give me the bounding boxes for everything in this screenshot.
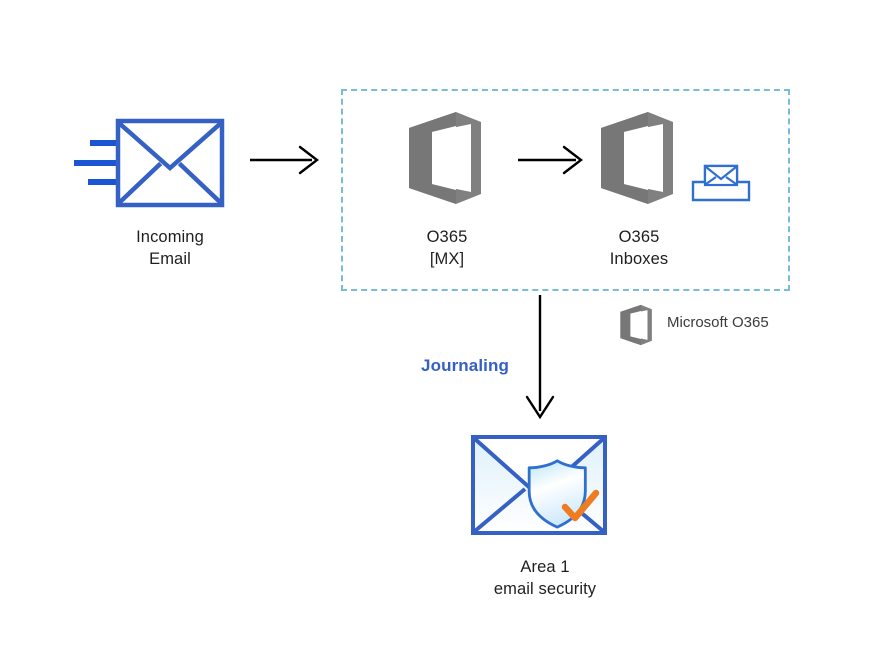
office-365-logo-icon-inboxes [599,110,679,206]
arrow-mx-to-inboxes [518,143,586,177]
motion-line-middle [74,160,120,166]
shielded-envelope-icon [470,434,630,544]
microsoft-o365-zone [341,89,790,291]
legend-label-microsoft-o365: Microsoft O365 [667,314,769,331]
motion-line-top [90,140,122,146]
arrow-incoming-to-mx [250,143,322,177]
envelope-icon [115,118,225,208]
motion-line-bottom [88,179,120,185]
arrow-inboxes-to-area1 [521,295,559,423]
journaling-label: Journaling [421,356,509,375]
o365-mx-label: O365 [MX] [426,228,468,268]
legend-office-365-logo-icon [618,304,656,346]
incoming-email-label: Incoming Email [136,228,204,268]
inbox-envelope-icon [691,160,751,202]
o365-inboxes-label: O365 Inboxes [609,228,669,268]
office-365-logo-icon-mx [407,110,487,206]
area1-email-security-label: Area 1 email security [493,558,597,598]
email-motion-lines [74,136,126,190]
